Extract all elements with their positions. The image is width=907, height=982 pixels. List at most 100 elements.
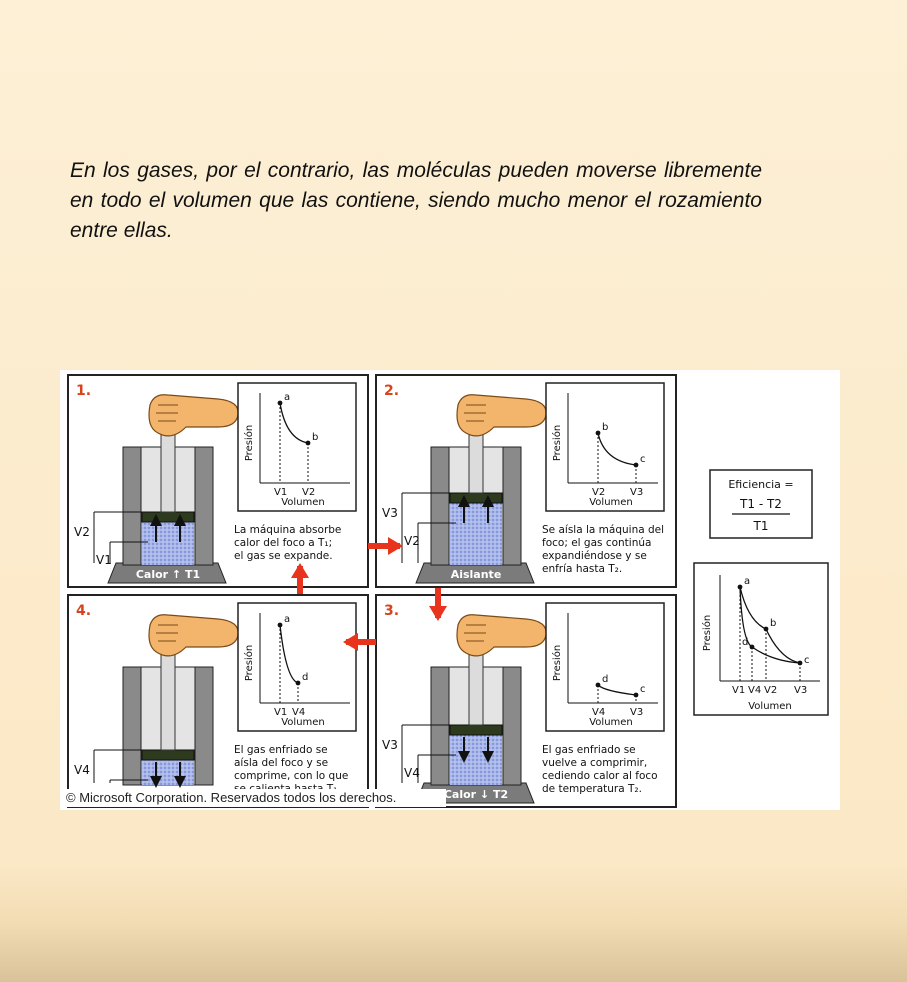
- process-curve: [279, 624, 299, 684]
- stage-caption-line: enfría hasta T₂.: [542, 563, 622, 575]
- flow-arrow-2-to-3-head: [429, 606, 447, 621]
- x-axis-label: Volumen: [748, 701, 792, 712]
- cylinder-wall-right: [194, 446, 214, 566]
- cycle-curve-ab: [739, 586, 767, 630]
- efficiency-box: Eficiencia = T1 - T2 T1: [709, 469, 813, 539]
- process-curve: [597, 432, 637, 466]
- point-label: b: [602, 422, 608, 433]
- y-axis-label: Presión: [243, 425, 255, 461]
- cylinder-wall-left: [430, 666, 450, 786]
- pv-graph-frame: [237, 602, 357, 732]
- tick-label: V4: [748, 685, 761, 696]
- piston: [141, 749, 195, 761]
- cylinder-wall-right: [502, 666, 522, 786]
- volume-label: V4: [404, 766, 420, 780]
- cycle-curve-bc: [765, 628, 801, 664]
- tick-label: V3: [794, 685, 807, 696]
- intro-paragraph: En los gases, por el contrario, las molé…: [70, 159, 762, 242]
- gas-volume: [142, 522, 194, 565]
- point-label: a: [284, 614, 290, 625]
- volume-label: V2: [74, 525, 90, 539]
- stage-caption-line: expandiéndose y se: [542, 550, 647, 562]
- point-label: d: [742, 637, 748, 648]
- y-axis-label: Presión: [701, 615, 713, 651]
- stage-caption-line: foco; el gas continúa: [542, 537, 651, 549]
- point-label: a: [284, 392, 290, 403]
- gas-volume: [142, 760, 194, 785]
- piston: [141, 511, 195, 523]
- efficiency-frame: [709, 469, 813, 539]
- stage-caption-line: el gas se expande.: [234, 550, 333, 562]
- stage-caption-line: comprime, con lo que: [234, 770, 348, 782]
- point-label: c: [640, 454, 646, 465]
- piston: [449, 492, 503, 504]
- stage-caption-line: El gas enfriado se: [234, 744, 328, 756]
- tick-label: V4: [592, 707, 605, 718]
- volume-label: V3: [382, 506, 398, 520]
- tick-label: V2: [592, 487, 605, 498]
- y-axis-label: Presión: [243, 645, 255, 681]
- volume-label: V1: [96, 553, 112, 567]
- efficiency-numerator: T1 - T2: [739, 497, 782, 511]
- stage-number: 3.: [384, 603, 399, 619]
- stage-caption-line: La máquina absorbe: [234, 524, 341, 536]
- summary-graph-frame: [693, 562, 829, 716]
- heat-base: [415, 562, 535, 584]
- cylinder-wall-left: [122, 666, 142, 786]
- volume-label: V2: [404, 534, 420, 548]
- stage-caption-line: de temperatura T₂.: [542, 783, 642, 795]
- pv-graph-frame: [545, 382, 665, 512]
- point-label: a: [744, 576, 750, 587]
- stage-number: 4.: [76, 603, 91, 619]
- pv-graph-frame: [545, 602, 665, 732]
- efficiency-denominator: T1: [753, 519, 769, 533]
- tick-label: V1: [732, 685, 745, 696]
- flow-arrow-4-to-1-head: [291, 563, 309, 578]
- piston: [449, 724, 503, 736]
- stage-caption-line: cediendo calor al foco: [542, 770, 658, 782]
- cylinder-wall-right: [502, 446, 522, 566]
- point-label: b: [770, 618, 776, 629]
- tick-label: V2: [764, 685, 777, 696]
- copyright-notice: © Microsoft Corporation. Reservados todo…: [63, 789, 446, 807]
- point-label: b: [312, 432, 318, 443]
- gas-volume: [450, 735, 502, 785]
- point-label: d: [302, 672, 308, 683]
- finger-lines: [156, 404, 178, 422]
- y-axis-label: Presión: [551, 425, 563, 461]
- finger-lines: [464, 624, 486, 642]
- heat-base: [107, 562, 227, 584]
- cylinder-wall-left: [122, 446, 142, 566]
- finger-lines: [464, 404, 486, 422]
- x-axis-label: Volumen: [281, 497, 325, 508]
- base-label: Calor ↓ T2: [444, 788, 508, 801]
- base-label: Aislante: [451, 568, 502, 581]
- stage-caption-line: vuelve a comprimir,: [542, 757, 647, 769]
- point-label: c: [640, 684, 646, 695]
- tick-label: V4: [292, 707, 305, 718]
- cylinder-wall-right: [194, 666, 214, 786]
- gas-volume: [450, 503, 502, 565]
- stage-number: 2.: [384, 383, 399, 399]
- pv-graph-frame: [237, 382, 357, 512]
- flow-arrow-1-to-2-head: [388, 537, 403, 555]
- point-label: d: [602, 674, 608, 685]
- stage-number: 1.: [76, 383, 91, 399]
- tick-label: V1: [274, 707, 287, 718]
- flow-arrow-3-to-4-head: [343, 633, 358, 651]
- x-axis-label: Volumen: [589, 497, 633, 508]
- cylinder-wall-left: [430, 446, 450, 566]
- tick-label: V3: [630, 707, 643, 718]
- base-label: Calor ↑ T1: [136, 568, 200, 581]
- efficiency-label: Eficiencia =: [728, 478, 793, 491]
- x-axis-label: Volumen: [281, 717, 325, 728]
